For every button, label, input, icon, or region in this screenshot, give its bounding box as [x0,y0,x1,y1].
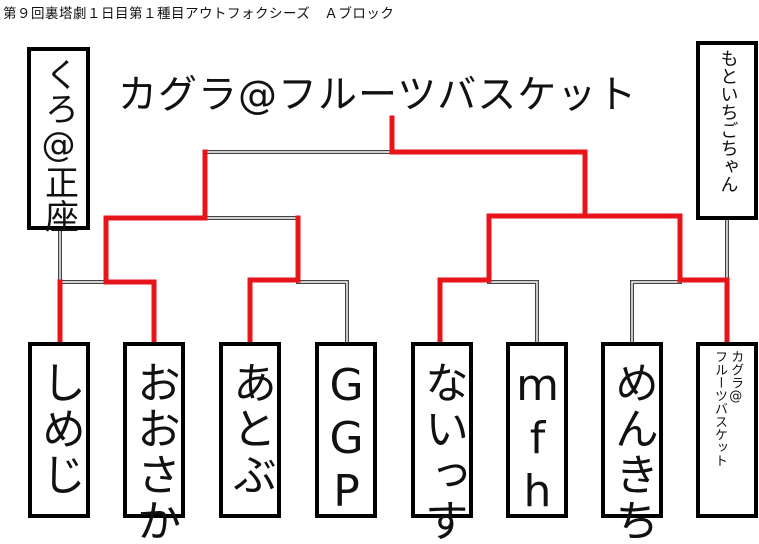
player-box: あとぶ [219,342,281,518]
player-name: あとぶ [225,360,276,498]
player-name: ないっす [417,360,468,544]
champion-title: カグラ@フルーツバスケット [118,73,638,118]
bracket-line [630,280,682,344]
winner-line [247,215,301,345]
bracket-line [296,280,349,344]
player-box: めんきち [601,342,663,544]
seed-box-right: もといちごちゃん [696,41,758,220]
bracket-line [58,228,108,284]
player-box: mfh [506,342,568,519]
player-box: しめじ [28,342,90,518]
player-name: しめじ [34,360,85,498]
bracket-lines [57,115,730,345]
winner-line [437,213,588,345]
player-name: めんきち [607,360,658,544]
bracket-line-inner [297,281,348,343]
seed-name: もといちごちゃん [717,49,739,193]
page-caption: 第９回裏塔劇１日目第１種目アウトフォクシーズ Ａブロック [3,6,395,22]
bracket-line [487,280,539,344]
seed-name: くろ@正座 [38,57,79,233]
player-box: GGP [315,342,377,519]
player-box: ないっす [411,342,473,544]
winner-line [103,149,208,345]
bracket-line-inner [631,281,681,343]
winner-line [389,115,730,345]
bracket-line-inner [488,281,538,343]
player-name: カグラ@ フルーツバスケット [712,350,744,467]
player-name: おおさか [129,360,180,544]
player-name: mfh [512,360,563,519]
seed-box-left: くろ@正座 [27,47,90,233]
player-name: GGP [321,360,372,519]
player-box: おおさか [123,342,185,544]
bracket-line-inner [59,229,107,283]
player-box: カグラ@ フルーツバスケット [696,342,758,518]
